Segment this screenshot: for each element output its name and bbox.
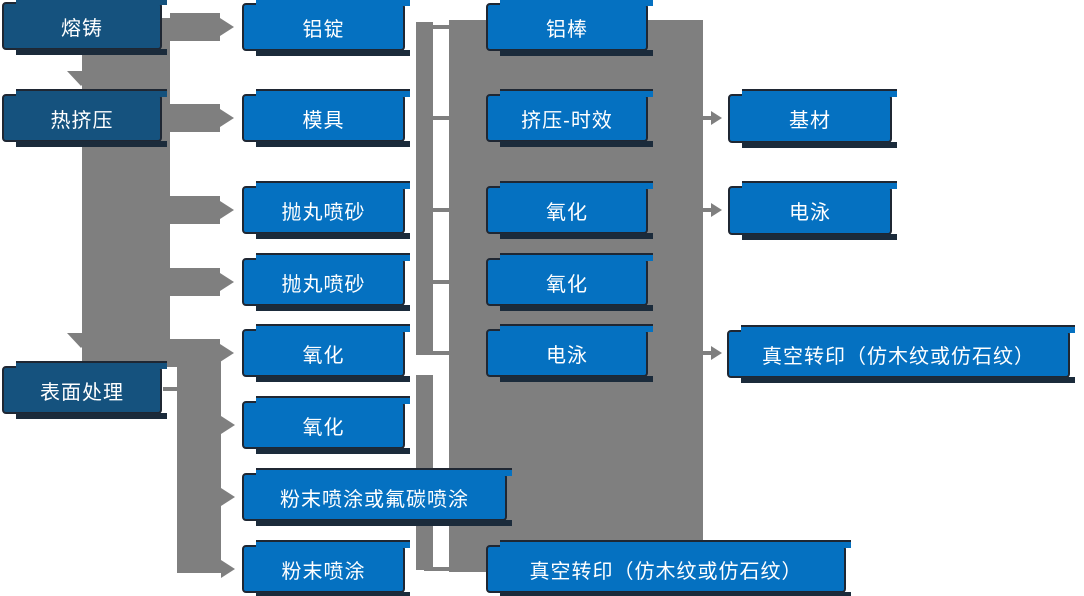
connector-line-row8 [424,567,450,571]
arrowhead-right-row7-icon [221,488,235,506]
connector-surface-treatment-link [163,387,178,391]
node-vacuum-transfer-print-bottom: 真空转印（仿木纹或仿石纹） [486,540,851,596]
connector-branch-row4 [170,268,220,296]
arrowhead-right-row1-icon [220,18,234,36]
node-hot-extrusion: 热挤压 [2,89,167,147]
connector-line-row4 [424,280,450,284]
node-extrusion-aging: 挤压-时效 [486,89,653,147]
connector-line-row3 [424,208,450,212]
arrowhead-right-row6-icon [221,416,235,434]
node-powder-coating: 粉末喷涂 [242,540,410,596]
arrow-electrophoresis-to-vacuum-shaft [702,351,712,355]
node-oxidation-3: 氧化 [486,181,653,239]
connector-trunk-left [82,18,170,367]
node-electrophoresis-1: 电泳 [486,324,653,382]
connector-line-row2 [424,116,450,120]
connector-trunk-lower [177,353,221,573]
connector-line-row5 [424,351,450,355]
arrowhead-down-to-surface-treatment-icon [67,333,95,348]
arrow-extrusion-to-base-icon [711,111,722,125]
arrowhead-right-row4-icon [220,273,234,291]
connector-branch-row3 [170,196,220,224]
arrowhead-right-row5-icon [220,344,234,362]
arrow-extrusion-to-base-shaft [702,116,712,120]
arrow-oxidation-to-electrophoresis-shaft [702,208,712,212]
node-mold: 模具 [242,89,410,147]
arrow-oxidation-to-electrophoresis-icon [711,203,722,217]
arrowhead-right-row2-icon [220,109,234,127]
node-shot-blasting-1: 抛丸喷砂 [242,181,410,239]
node-oxidation-4: 氧化 [486,253,653,311]
node-aluminum-rod: 铝棒 [486,0,653,56]
node-powder-or-fluorocarbon-coating: 粉末喷涂或氟碳喷涂 [242,468,512,526]
arrowhead-right-row8-icon [221,560,235,578]
connector-branch-row2 [170,104,220,132]
node-shot-blasting-2: 抛丸喷砂 [242,253,410,311]
connector-line-row1 [424,25,450,29]
node-surface-treatment: 表面处理 [2,361,167,419]
connector-bus-upper [416,22,433,355]
node-vacuum-transfer-print-right: 真空转印（仿木纹或仿石纹） [727,325,1075,383]
node-electrophoresis-2: 电泳 [728,181,897,240]
node-melting-casting: 熔铸 [2,0,167,55]
node-base-material: 基材 [728,89,897,148]
node-oxidation-1: 氧化 [242,324,410,382]
node-aluminum-ingot: 铝锭 [242,0,410,56]
connector-branch-row1 [170,13,220,41]
node-oxidation-2: 氧化 [242,396,410,454]
arrow-electrophoresis-to-vacuum-icon [711,346,722,360]
arrowhead-down-melt-to-extrusion-icon [67,71,95,86]
arrowhead-right-row3-icon [220,201,234,219]
